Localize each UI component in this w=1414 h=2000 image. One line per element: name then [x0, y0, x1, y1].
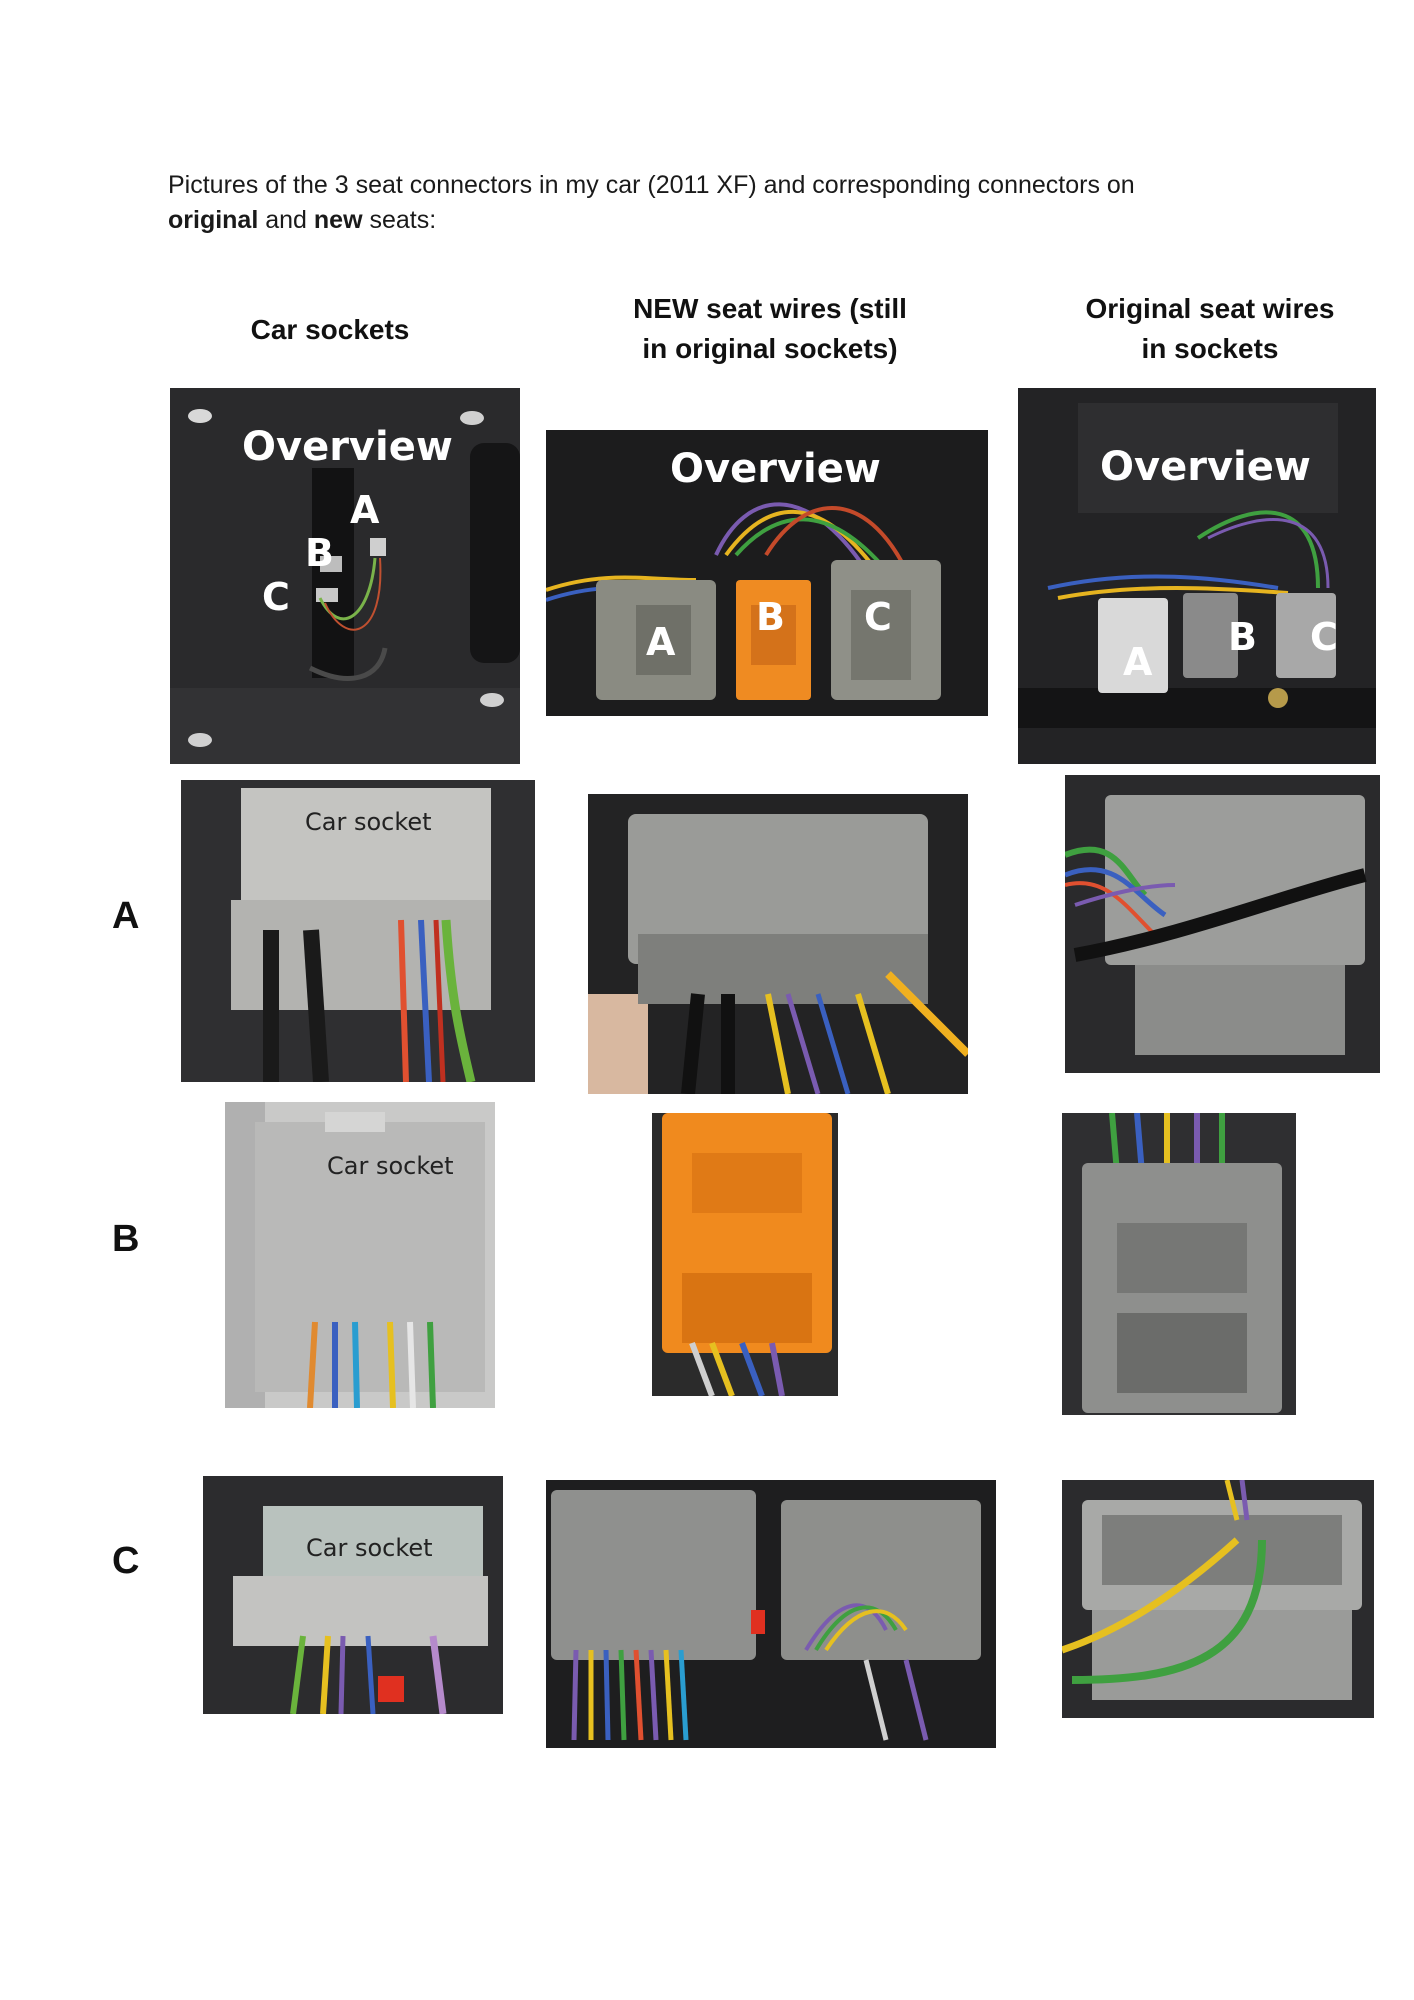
intro-line1: Pictures of the 3 seat connectors in my … [168, 171, 1135, 199]
column-heading-original-line2: in sockets [1141, 333, 1279, 364]
photo-car-sockets-overview: Overview A B C [170, 388, 520, 764]
column-heading-new-line1: NEW seat wires (still [633, 293, 907, 324]
column-heading-car: Car sockets [170, 310, 490, 350]
overlay-b: B [305, 531, 334, 575]
intro-bold-new: new [313, 206, 363, 234]
overlay-b-original: B [1228, 615, 1257, 659]
photo-original-seat-wires-overview: Overview A B C [1018, 388, 1376, 764]
overlay-overview-new: Overview [670, 446, 881, 492]
photo-row-a-car-socket: Car socket [181, 780, 535, 1082]
overlay-car-socket-b: Car socket [327, 1152, 454, 1180]
intro-tail: seats: [362, 206, 437, 234]
overlay-a: A [350, 488, 380, 532]
row-label-c: C [112, 1540, 140, 1582]
overlay-car-socket-c: Car socket [306, 1534, 433, 1562]
overlay-b-new: B [756, 595, 785, 639]
photo-row-b-car-socket: Car socket [225, 1102, 495, 1408]
intro-text: Pictures of the 3 seat connectors in my … [168, 168, 1268, 238]
column-heading-original: Original seat wires in sockets [1040, 289, 1380, 369]
photo-row-c-new-seat [546, 1480, 996, 1748]
overlay-c-new: C [864, 595, 892, 639]
overlay-c: C [262, 575, 290, 619]
overlay-overview-original: Overview [1100, 444, 1311, 490]
photo-row-b-new-seat [652, 1113, 838, 1396]
overlay-car-socket-a: Car socket [305, 808, 432, 836]
overlay-a-original: A [1123, 640, 1153, 684]
photo-row-a-new-seat [588, 794, 968, 1094]
overlay-a-new: A [646, 620, 676, 664]
column-heading-new: NEW seat wires (still in original socket… [560, 289, 980, 369]
photo-row-c-car-socket: Car socket [203, 1476, 503, 1714]
photo-row-b-original-seat [1062, 1113, 1296, 1415]
row-label-a: A [112, 895, 140, 937]
column-heading-car-text: Car sockets [250, 314, 410, 345]
row-label-b: B [112, 1218, 140, 1260]
photo-row-a-original-seat [1065, 775, 1380, 1073]
overlay-overview: Overview [242, 424, 453, 470]
photo-row-c-original-seat [1062, 1480, 1374, 1718]
photo-new-seat-wires-overview: Overview A B C [546, 430, 988, 716]
intro-and: and [258, 206, 314, 234]
intro-bold-original: original [168, 206, 259, 234]
column-heading-new-line2: in original sockets) [642, 333, 898, 364]
column-heading-original-line1: Original seat wires [1085, 293, 1335, 324]
overlay-c-original: C [1310, 615, 1338, 659]
